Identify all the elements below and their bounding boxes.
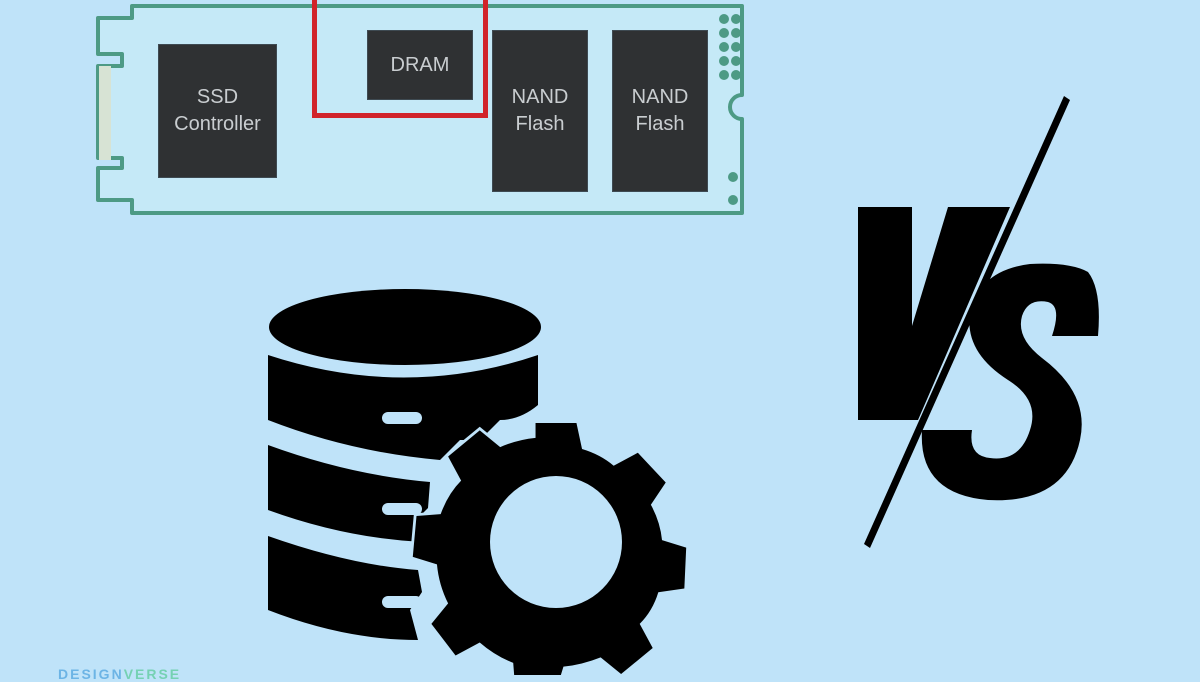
vs-icon: [858, 96, 1099, 548]
logo-part-2: VERSE: [123, 666, 182, 682]
nand-flash-chip-1: NAND Flash: [492, 30, 588, 192]
chip-label: NAND Flash: [511, 86, 569, 135]
nand-flash-chip-2: NAND Flash: [612, 30, 708, 192]
brand-logo: DESIGNVERSE: [58, 666, 181, 682]
chip-label: DRAM: [390, 53, 450, 76]
gear-icon: [409, 420, 690, 675]
connector-pins: [719, 14, 741, 205]
chip-label: NAND Flash: [631, 86, 689, 135]
ssd-controller-chip: SSD Controller: [158, 44, 277, 178]
database-icon: [268, 289, 541, 640]
database-gear-icon: [268, 289, 690, 675]
dram-highlight-box: [312, 0, 488, 118]
dram-chip: DRAM: [367, 30, 473, 100]
chip-label: SSD Controller: [174, 86, 261, 135]
logo-part-1: DESIGN: [58, 666, 124, 682]
